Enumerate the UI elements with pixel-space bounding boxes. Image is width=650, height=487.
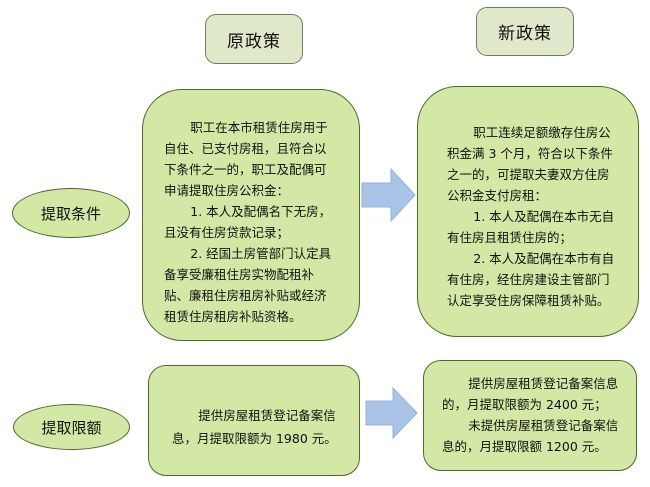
new-policy-header: 新政策 <box>476 7 574 56</box>
right-arrow-shape <box>365 387 418 439</box>
old-policy-header-label: 原政策 <box>227 31 281 52</box>
row-label-limit: 提取限额 <box>13 404 130 450</box>
new-limit-line: 的，月提取限额为 2400 元； <box>442 397 607 412</box>
new-limit-line: 提供房屋租赁登记备案信息 <box>468 376 619 391</box>
old-conditions-line: 申请提取住房公积金： <box>164 183 290 198</box>
new-conditions-line: 有住房，经住房建设主管部门 <box>447 272 610 287</box>
new-conditions-line: 职工连续足额缴存住房公 <box>473 125 611 140</box>
old-conditions-line: 租赁住房租房补贴资格。 <box>164 309 302 324</box>
right-arrow-shape <box>361 167 416 223</box>
new-conditions-line: 1. 本人及配偶在本市无自 <box>473 209 615 224</box>
new-conditions-line: 认定享受住房保障租赁补贴。 <box>447 293 610 308</box>
old-conditions-line: 2. 经国土房管部门认定具 <box>190 246 332 261</box>
old-policy-header: 原政策 <box>205 14 303 64</box>
right-arrow-icon <box>361 167 416 223</box>
new-limit-line: 息的，月提取限额 1200 元。 <box>442 439 607 454</box>
new-conditions-line: 有住房且租赁住房的； <box>447 230 573 245</box>
row-label-conditions: 提取条件 <box>12 188 130 238</box>
old-conditions-line: 自住、已支付房租，且符合以 <box>164 141 327 156</box>
new-conditions-line: 积金满 3 个月，符合以下条件 <box>447 146 613 161</box>
old-conditions-line: 下条件之一的，职工及配偶可 <box>164 162 327 177</box>
new-limit-line: 未提供房屋租赁登记备案信 <box>468 418 619 433</box>
old-conditions-line: 1. 本人及配偶名下无房， <box>190 204 332 219</box>
new-limit-box: 提供房屋租赁登记备案信息 的，月提取限额为 2400 元； 未提供房屋租赁登记备… <box>423 360 637 471</box>
new-conditions-line: 之一的，可提取夫妻双方住房 <box>447 167 610 182</box>
old-conditions-line: 且没有住房贷款记录； <box>164 225 290 240</box>
old-conditions-line: 贴、廉租住房租房补贴或经济 <box>164 288 327 303</box>
new-conditions-line: 2. 本人及配偶在本市有自 <box>473 251 615 266</box>
new-conditions-line: 公积金支付房租： <box>447 188 548 203</box>
right-arrow-icon <box>365 387 418 439</box>
old-conditions-line: 职工在本市租赁住房用于 <box>190 120 328 135</box>
old-limit-box: 提供房屋租赁登记备案信 息，月提取限额为 1980 元。 <box>148 365 360 476</box>
new-policy-header-label: 新政策 <box>498 24 552 44</box>
old-limit-line: 息，月提取限额为 1980 元。 <box>172 431 337 446</box>
old-conditions-box: 职工在本市租赁住房用于 自住、已支付房租，且符合以 下条件之一的，职工及配偶可 … <box>142 89 360 341</box>
new-conditions-box: 职工连续足额缴存住房公 积金满 3 个月，符合以下条件 之一的，可提取夫妻双方住… <box>417 86 639 337</box>
row-label-limit-text: 提取限额 <box>41 418 102 437</box>
old-limit-line: 提供房屋租赁登记备案信 <box>198 408 336 423</box>
row-label-conditions-text: 提取条件 <box>40 204 101 223</box>
old-conditions-line: 备享受廉租住房实物配租补 <box>164 267 315 282</box>
